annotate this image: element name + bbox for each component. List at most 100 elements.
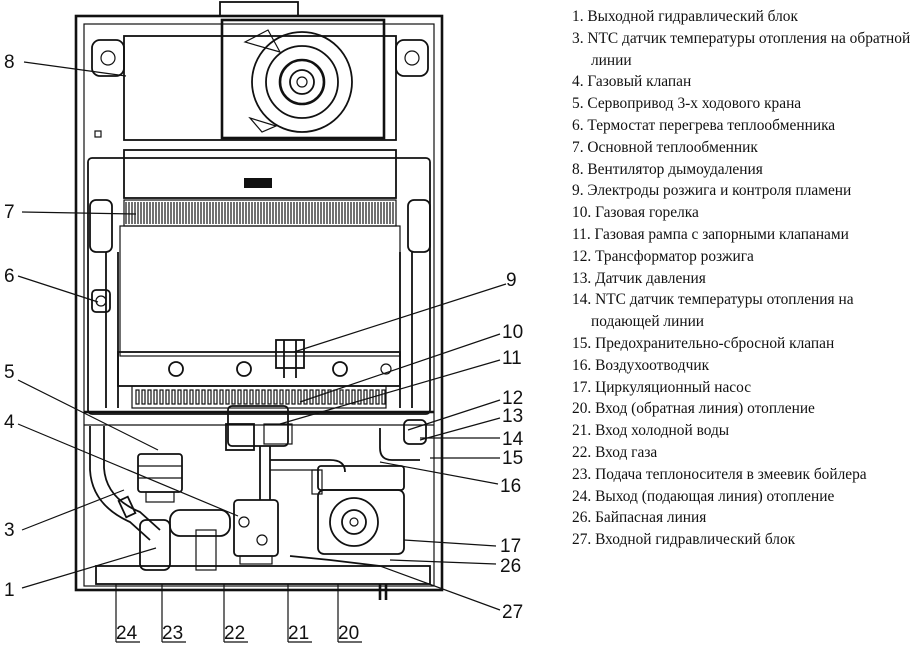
legend-item-13: 13. Датчик давления — [572, 268, 917, 290]
burner-slot — [345, 389, 350, 405]
legend-text: 22. Вход газа — [572, 443, 658, 461]
leader-lines — [17, 61, 507, 643]
burner-slot — [255, 389, 260, 405]
callout-24: 24 — [116, 623, 138, 644]
burner-slot — [201, 389, 206, 405]
legend-item-20: 20. Вход (обратная линия) отопление — [572, 398, 917, 420]
burner-slot — [321, 389, 326, 405]
callout-26: 26 — [500, 556, 521, 577]
burner-slot — [273, 389, 278, 405]
legend-item-12: 12. Трансформатор розжига — [572, 246, 917, 268]
legend-text: 12. Трансформатор розжига — [572, 247, 754, 265]
burner-slot — [159, 389, 164, 405]
legend-text: 3. NTC датчик температуры отопления на о… — [572, 29, 911, 69]
burner-slot — [309, 389, 314, 405]
burner-slot — [183, 389, 188, 405]
burner-slot — [351, 389, 356, 405]
callout-6: 6 — [4, 266, 15, 287]
legend-text: 5. Сервопривод 3-х ходового крана — [572, 95, 802, 113]
callout-23: 23 — [162, 623, 183, 644]
burner-slot — [285, 389, 290, 405]
legend-item-27: 27. Входной гидравлический блок — [572, 529, 917, 551]
legend-item-11: 11. Газовая рампа с запорными клапанами — [572, 224, 917, 246]
callout-10: 10 — [502, 322, 523, 343]
callout-3: 3 — [4, 520, 15, 541]
burner-slot — [375, 389, 380, 405]
hydraulic-pipes — [89, 419, 427, 571]
callout-21: 21 — [288, 623, 309, 644]
legend-item-6: 6. Термостат перегрева теплообменника — [572, 115, 917, 137]
boiler-diagram: 8 7 6 5 4 3 1 9 10 11 12 13 14 15 16 17 … — [4, 1, 524, 644]
legend-text: 24. Выход (подающая линия) отопление — [572, 487, 835, 505]
legend-item-24: 24. Выход (подающая линия) отопление — [572, 486, 917, 508]
callout-1: 1 — [4, 580, 15, 601]
burner-slot — [291, 389, 296, 405]
burner-slot — [243, 389, 248, 405]
legend-item-8: 8. Вентилятор дымоудаления — [572, 159, 917, 181]
component-legend: 1. Выходной гидравлический блок 3. NTC да… — [572, 6, 917, 551]
callout-8: 8 — [4, 52, 15, 73]
legend-text: 23. Подача теплоносителя в змеевик бойле… — [572, 465, 867, 483]
callout-27: 27 — [502, 602, 523, 623]
legend-item-1: 1. Выходной гидравлический блок — [572, 6, 917, 28]
burner-slot — [357, 389, 362, 405]
legend-item-14: 14. NTC датчик температуры отопления на … — [572, 289, 917, 333]
callout-labels: 8 7 6 5 4 3 1 9 10 11 12 13 14 15 16 17 … — [4, 52, 524, 644]
legend-item-5: 5. Сервопривод 3-х ходового крана — [572, 93, 917, 115]
burner-slot — [327, 389, 332, 405]
burner-slot — [333, 389, 338, 405]
circulation-pump — [311, 465, 405, 555]
legend-text: 10. Газовая горелка — [572, 204, 699, 222]
legend-item-16: 16. Воздухоотводчик — [572, 355, 917, 377]
burner-slot — [249, 389, 254, 405]
legend-item-10: 10. Газовая горелка — [572, 202, 917, 224]
callout-22: 22 — [224, 623, 245, 644]
legend-text: 16. Воздухоотводчик — [572, 356, 710, 374]
legend-item-17: 17. Циркуляционный насос — [572, 377, 917, 399]
bottom-connections — [95, 565, 431, 600]
legend-text: 8. Вентилятор дымоудаления — [572, 160, 763, 178]
callout-5: 5 — [4, 362, 15, 383]
fan-housing — [123, 18, 397, 141]
callout-14: 14 — [502, 429, 524, 450]
boiler-casing — [74, 1, 444, 592]
legend-item-9: 9. Электроды розжига и контроля пламени — [572, 180, 917, 202]
legend-text: 15. Предохранительно-сбросной клапан — [572, 334, 835, 352]
legend-text: 13. Датчик давления — [572, 269, 706, 287]
three-way-servo — [137, 453, 183, 503]
callout-11: 11 — [502, 348, 522, 369]
heat-exchanger — [87, 149, 431, 415]
legend-text: 4. Газовый клапан — [572, 73, 692, 91]
legend-text: 26. Байпасная линия — [572, 509, 707, 527]
burner-slot — [189, 389, 194, 405]
legend-item-26: 26. Байпасная линия — [572, 507, 917, 529]
legend-text: 1. Выходной гидравлический блок — [572, 8, 798, 25]
burner-slot — [195, 389, 200, 405]
legend-text: 21. Вход холодной воды — [572, 422, 730, 440]
burner-slot — [177, 389, 182, 405]
legend-text: 20. Вход (обратная линия) отопление — [572, 400, 815, 418]
callout-9: 9 — [506, 270, 517, 291]
burner-slot — [237, 389, 242, 405]
legend-text: 6. Термостат перегрева теплообменника — [572, 116, 836, 134]
callout-4: 4 — [4, 412, 15, 433]
burner-slot — [363, 389, 368, 405]
burner-slot — [339, 389, 344, 405]
burner-slot — [297, 389, 302, 405]
gas-burner — [117, 351, 401, 409]
burner-slot — [279, 389, 284, 405]
burner-slot — [219, 389, 224, 405]
burner-slot — [381, 389, 386, 405]
callout-7: 7 — [4, 202, 15, 223]
callout-16: 16 — [500, 476, 521, 497]
burner-slot — [231, 389, 236, 405]
burner-slot — [303, 389, 308, 405]
legend-item-15: 15. Предохранительно-сбросной клапан — [572, 333, 917, 355]
legend-item-3: 3. NTC датчик температуры отопления на о… — [572, 28, 917, 72]
callout-13: 13 — [502, 406, 523, 427]
burner-slot — [261, 389, 266, 405]
burner-slot — [147, 389, 152, 405]
burner-slot — [213, 389, 218, 405]
legend-text: 11. Газовая рампа с запорными клапанами — [572, 225, 849, 243]
legend-item-23: 23. Подача теплоносителя в змеевик бойле… — [572, 464, 917, 486]
